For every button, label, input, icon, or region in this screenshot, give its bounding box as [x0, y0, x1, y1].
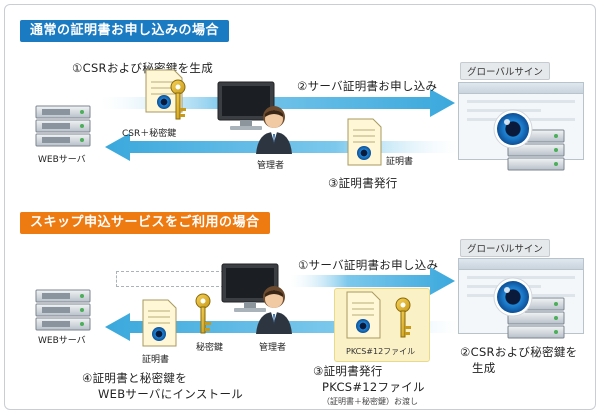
section2-step3-line1: ③証明書発行	[313, 364, 383, 378]
section1-web-server-label: WEBサーバ	[38, 155, 86, 165]
arrow-apply-right	[100, 89, 455, 117]
section2-step2-line1: ②CSRおよび秘密鍵を	[460, 345, 578, 359]
pkcs12-file-label: PKCS#12ファイル	[346, 347, 416, 356]
section2-step3-line3: （証明書＋秘密鍵）お渡し	[322, 397, 418, 406]
globalsign-eye-icon	[493, 109, 533, 149]
admin-person-icon-2	[256, 286, 292, 334]
section1-globalsign-label: グローバルサイン	[460, 62, 550, 80]
csr-key-label: CSR＋秘密鍵	[122, 129, 177, 139]
pkcs12-certificate-icon	[346, 291, 381, 339]
section1-cert-label: 証明書	[386, 157, 414, 167]
section1-step1-label: ①CSRおよび秘密鍵を生成	[72, 61, 214, 75]
section2-step4-line1: ④証明書と秘密鍵を	[82, 371, 188, 385]
globalsign-eye-icon-2	[493, 277, 533, 317]
section2-title-tab: スキップ申込サービスをご利用の場合	[20, 212, 270, 234]
admin-person-icon	[256, 106, 292, 154]
section2-admin-label: 管理者	[259, 343, 287, 353]
web-server-rack-icon-2	[35, 289, 91, 331]
section2-step1-label: ①サーバ証明書お申し込み	[298, 258, 439, 272]
csr-document-icon	[145, 69, 183, 113]
certificate-icon	[347, 118, 382, 166]
section2-step2-line2: 生成	[472, 361, 496, 375]
section2-key-label: 秘密鍵	[196, 343, 224, 353]
arrow-skip-apply-right	[290, 267, 455, 295]
section1-title-tab: 通常の証明書お申し込みの場合	[20, 20, 230, 42]
section2-globalsign-label: グローバルサイン	[460, 239, 550, 257]
pkcs12-key-icon	[395, 297, 411, 338]
section2-cert-label: 証明書	[142, 355, 170, 365]
certificate-icon-2	[142, 299, 177, 347]
section1-admin-label: 管理者	[257, 161, 285, 171]
globalsign-server-rack-icon-2	[507, 297, 565, 339]
section2-step4-line2: WEBサーバにインストール	[98, 387, 244, 401]
monitor-icon	[217, 81, 275, 130]
private-key-icon-2	[195, 293, 211, 334]
section2-web-server-label: WEBサーバ	[38, 336, 86, 346]
section1-step3-label: ③証明書発行	[328, 176, 398, 190]
web-server-rack-icon	[35, 105, 91, 147]
section2-step3-line2: PKCS#12ファイル	[322, 380, 425, 394]
dashed-connector	[116, 271, 224, 287]
private-key-icon	[170, 79, 186, 120]
section1-step2-label: ②サーバ証明書お申し込み	[297, 79, 438, 93]
